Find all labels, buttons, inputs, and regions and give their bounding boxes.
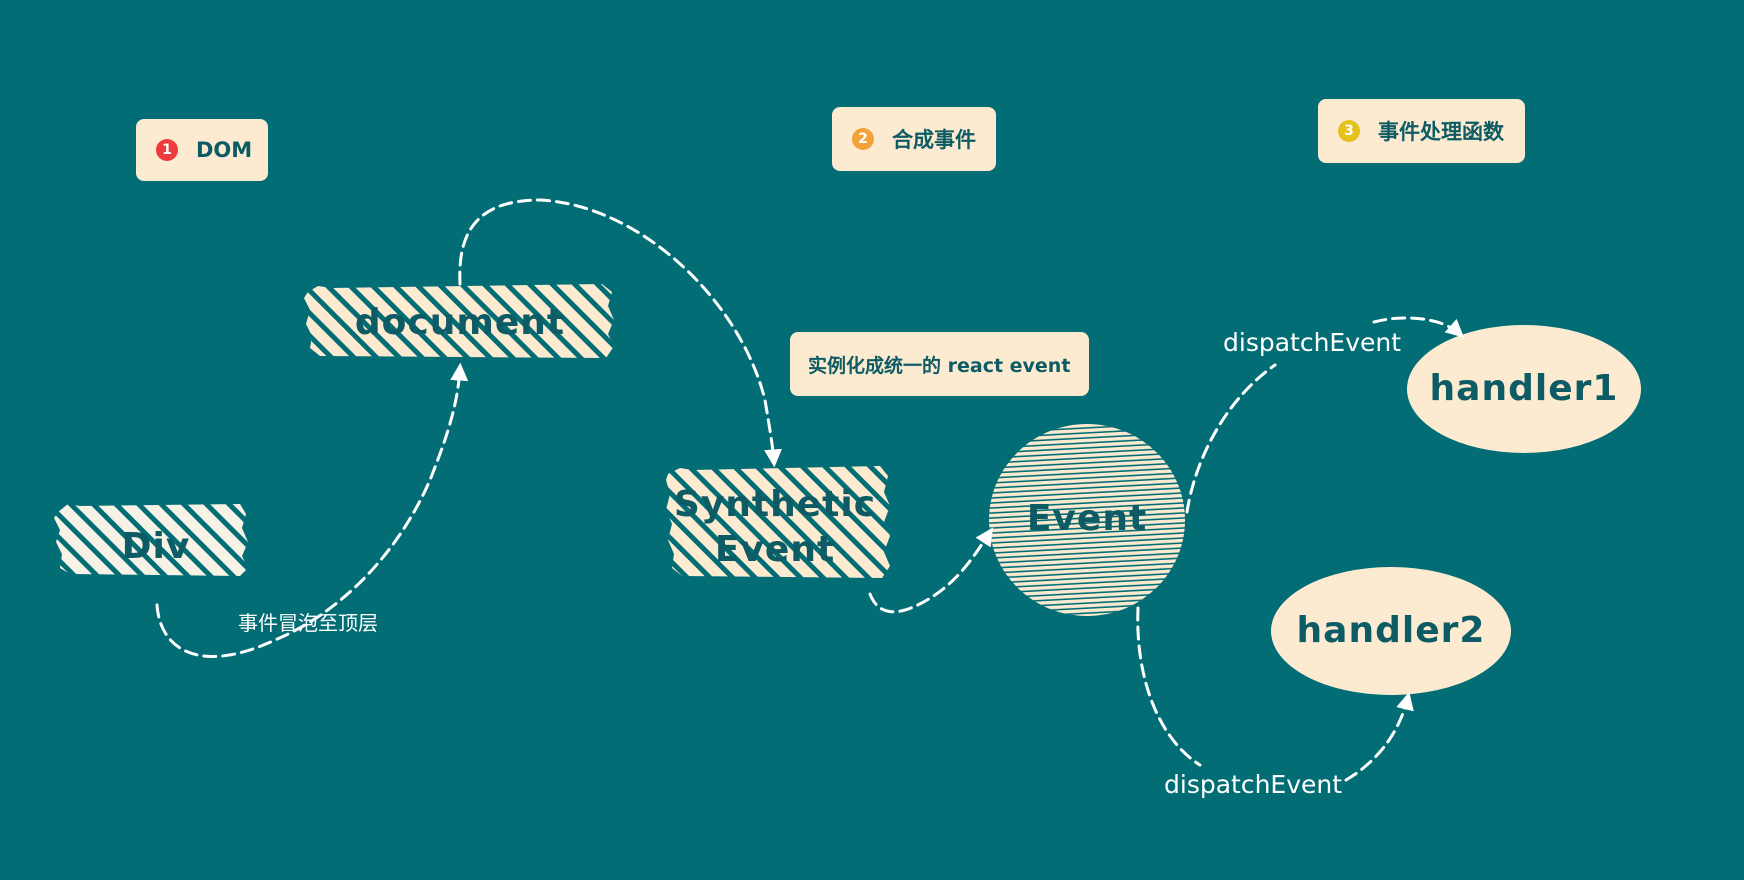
event-to-handler1-arrow-end xyxy=(1372,316,1465,338)
instantiate-annotation: 实例化成统一的 react event xyxy=(790,332,1089,396)
handler1-node-shape[interactable] xyxy=(1407,325,1641,453)
document-node-shape[interactable] xyxy=(304,284,614,358)
bubble-arrow xyxy=(155,362,469,658)
event-node-shape[interactable] xyxy=(989,424,1185,616)
event-to-handler1-arrow xyxy=(1185,363,1277,514)
div-node-shape[interactable] xyxy=(54,504,248,576)
event-to-handler2-arrow xyxy=(1136,606,1202,767)
handler2-node-label: handler2 xyxy=(1296,610,1486,651)
synthetic-event-node-label-line2: Event xyxy=(714,529,836,570)
section-handler-label: 3 事件处理函数 xyxy=(1318,99,1525,163)
section-2-badge: 2 xyxy=(852,128,874,150)
synthetic-to-event-arrow xyxy=(868,527,993,614)
document-to-synthetic-arrow xyxy=(458,198,783,468)
section-1-text: DOM xyxy=(196,138,253,162)
event-to-handler2-arrow-end xyxy=(1344,691,1414,782)
div-node-label: Div xyxy=(121,526,191,567)
event-node-label: Event xyxy=(1026,498,1148,539)
dispatch-top-annotation: dispatchEvent xyxy=(1223,328,1402,357)
handler1-node-label: handler1 xyxy=(1429,368,1619,409)
section-3-text: 事件处理函数 xyxy=(1378,120,1504,144)
dispatch-bottom-annotation: dispatchEvent xyxy=(1164,770,1343,799)
section-synthetic-label: 2 合成事件 xyxy=(832,107,996,171)
synthetic-event-node-label-line1: Synthetic xyxy=(673,484,877,525)
handler2-node-shape[interactable] xyxy=(1271,567,1511,695)
section-3-badge: 3 xyxy=(1338,120,1360,142)
section-dom-label: 1 DOM xyxy=(136,119,268,181)
section-2-text: 合成事件 xyxy=(892,128,976,152)
instantiate-text: 实例化成统一的 react event xyxy=(808,354,1071,377)
document-node-label: document xyxy=(354,302,566,343)
section-1-badge: 1 xyxy=(156,139,178,161)
bubble-annotation: 事件冒泡至顶层 xyxy=(238,611,378,635)
synthetic-event-node-shape[interactable] xyxy=(666,466,890,578)
